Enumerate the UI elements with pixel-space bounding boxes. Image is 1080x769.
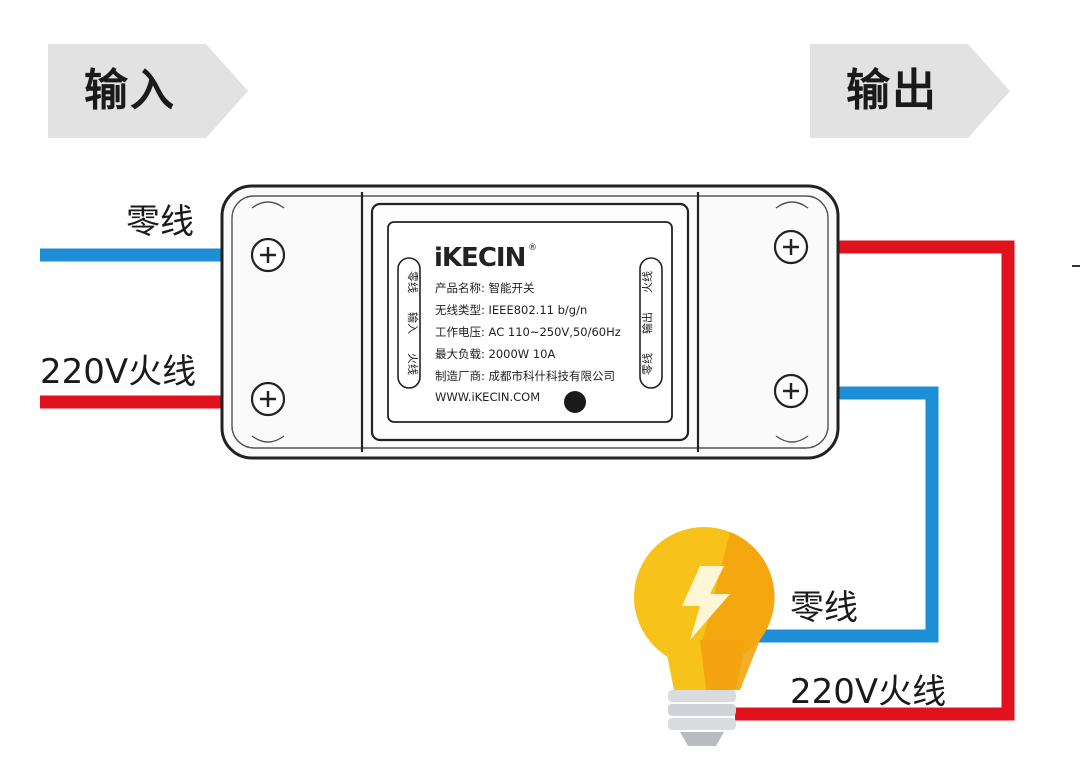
left-terminal-label-live: 火线 xyxy=(406,353,420,375)
spec-wireless-type: 无线类型: IEEE802.11 b/g/n xyxy=(435,303,587,317)
output-banner: 输出 xyxy=(810,44,1010,138)
input-live-label: 220V火线 xyxy=(40,352,197,392)
output-neutral-wire xyxy=(745,386,939,643)
spec-voltage: 工作电压: AC 110~250V,50/60Hz xyxy=(435,325,621,339)
output-banner-arrow-shape xyxy=(810,44,1010,138)
spec-max-load: 最大负载: 2000W 10A xyxy=(435,347,555,361)
plus-screw-icon xyxy=(250,381,286,417)
input-banner-label: 输入 xyxy=(84,65,176,116)
device-registered-mark: ® xyxy=(528,243,537,253)
spec-product-name: 产品名称: 智能开关 xyxy=(435,281,535,295)
output-live-label: 220V火线 xyxy=(790,672,947,712)
plus-screw-icon xyxy=(250,237,286,273)
spec-website: WWW.iKECIN.COM xyxy=(435,390,540,404)
lightning-bolt-icon xyxy=(682,566,730,640)
right-terminal-label-neutral: 零线 xyxy=(640,353,654,375)
plus-screw-icon xyxy=(773,229,809,265)
device-button xyxy=(564,391,586,413)
right-terminal-label-output: 输出 xyxy=(640,312,654,334)
left-terminal-label-neutral: 零线 xyxy=(406,271,420,293)
spec-manufacturer: 制造厂商: 成都市科什科技有限公司 xyxy=(435,369,615,383)
left-terminal-label-input: 输入 xyxy=(406,312,420,334)
output-live-wire xyxy=(735,240,1015,721)
input-banner-arrow-shape xyxy=(48,44,248,138)
plus-screw-icon xyxy=(773,373,809,409)
light-bulb-icon xyxy=(634,527,775,746)
output-neutral-label: 零线 xyxy=(790,588,858,628)
device-brand: iKECIN xyxy=(434,243,525,273)
input-banner: 输入 xyxy=(48,44,248,138)
smart-switch-device: 零线 输入 火线 火线 输出 零线 iKECIN ® 产品名称: 智能开关 无线… xyxy=(220,184,840,460)
right-terminal-label-live: 火线 xyxy=(640,271,654,293)
input-neutral-label: 零线 xyxy=(126,202,194,242)
output-banner-label: 输出 xyxy=(846,65,938,116)
